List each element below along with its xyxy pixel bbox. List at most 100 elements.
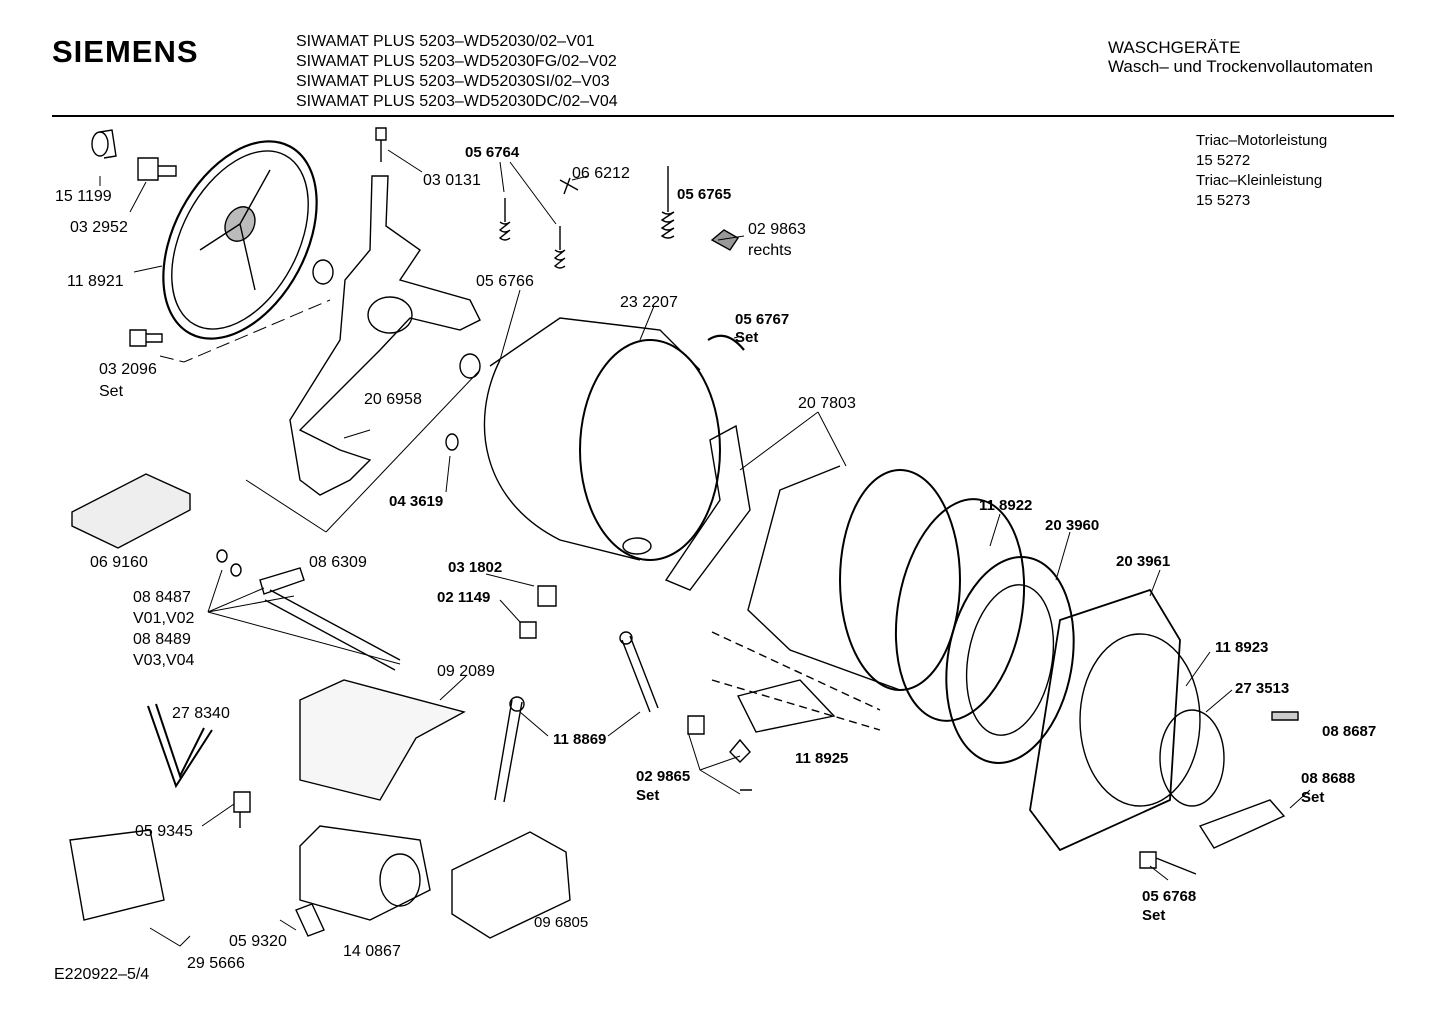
leader-lines	[100, 150, 1310, 946]
note-line: Triac–Kleinleistung	[1196, 172, 1323, 189]
part-label: 09 6805	[534, 914, 589, 931]
model-line: SIWAMAT PLUS 5203–WD52030SI/02–V03	[296, 73, 610, 90]
part-label: Set	[1142, 907, 1166, 924]
part-label: 11 8869	[553, 731, 607, 748]
part-label: 08 8688	[1301, 770, 1356, 787]
document-code: E220922–5/4	[54, 966, 150, 983]
part-label: 08 8487	[133, 589, 191, 606]
part-label: Set	[99, 383, 124, 400]
spring-part	[662, 166, 674, 238]
bracket-part	[1200, 800, 1284, 848]
tray-part	[72, 474, 190, 548]
note-line: Triac–Motorleistung	[1196, 132, 1328, 149]
part-label: 08 8489	[133, 631, 191, 648]
part-label: 05 9345	[135, 823, 193, 840]
motor-part	[300, 826, 430, 920]
spring-part	[500, 198, 510, 240]
gasket-ring-part	[879, 489, 1040, 731]
drum-part	[748, 466, 960, 690]
part-label: Set	[1301, 789, 1325, 806]
bearing-cross-part	[290, 176, 480, 495]
drive-pulley-part	[132, 115, 348, 364]
part-label: Set	[735, 329, 759, 346]
note-line: 15 5272	[1196, 152, 1251, 169]
part-label: 02 9863	[748, 221, 806, 238]
front-ring-part	[931, 547, 1089, 773]
note-line: 15 5273	[1196, 192, 1251, 209]
model-line: SIWAMAT PLUS 5203–WD52030/02–V01	[296, 33, 595, 50]
drain-pump-part	[452, 832, 570, 938]
part-label: 05 6766	[476, 273, 534, 290]
part-label: 29 5666	[187, 955, 245, 972]
model-line: SIWAMAT PLUS 5203–WD52030DC/02–V04	[296, 93, 618, 110]
clip-part	[712, 230, 738, 250]
part-label: 15 1199	[55, 188, 112, 205]
part-label: V03,V04	[133, 652, 195, 669]
part-label: 02 9865	[636, 768, 691, 785]
part-label: 02 1149	[437, 589, 491, 606]
motor-cover-part	[300, 680, 464, 800]
screw-part	[130, 330, 162, 346]
shock-absorber-part	[620, 632, 658, 712]
clamp-part	[708, 336, 744, 350]
part-label: 04 3619	[389, 493, 444, 510]
part-label: 27 8340	[172, 705, 230, 722]
bolt-part	[520, 586, 556, 638]
bushing-part	[296, 904, 324, 936]
front-panel-part	[1030, 590, 1224, 850]
part-label: 23 2207	[620, 294, 678, 311]
bushing-part	[92, 130, 116, 158]
part-label: 20 3960	[1045, 517, 1100, 534]
part-label: 03 1802	[448, 559, 503, 576]
part-label: rechts	[748, 242, 792, 259]
heater-part	[217, 550, 400, 670]
drum-support-part	[666, 426, 750, 590]
part-label: 08 8687	[1322, 723, 1377, 740]
bracket-part	[560, 178, 578, 194]
part-label: 20 7803	[798, 395, 856, 412]
part-label: 06 6212	[572, 165, 630, 182]
part-label: 20 6958	[364, 391, 422, 408]
shock-absorber-part	[495, 697, 524, 802]
part-label: 09 2089	[437, 663, 495, 680]
part-label: 05 9320	[229, 933, 287, 950]
brand-logo: SIEMENS	[52, 34, 199, 69]
part-label: 05 6768	[1142, 888, 1197, 905]
belt-part	[148, 704, 212, 786]
part-label: V01,V02	[133, 610, 195, 627]
part-label: 03 2952	[70, 219, 128, 236]
small-ring-part	[446, 434, 458, 450]
category-title: WASCHGERÄTE	[1108, 38, 1241, 57]
part-label: 11 8923	[1215, 639, 1269, 656]
bolt-part	[234, 792, 250, 828]
part-label: 08 6309	[309, 554, 367, 571]
pulley-bolt-part	[138, 158, 176, 180]
part-label: 11 8925	[795, 750, 849, 767]
part-label: 05 6767	[735, 311, 790, 328]
seal-ring-part	[313, 260, 480, 378]
part-label: Set	[636, 787, 660, 804]
control-panel-part	[712, 632, 880, 732]
part-label: 27 3513	[1235, 680, 1290, 697]
category-subtitle: Wasch– und Trockenvollautomaten	[1108, 57, 1373, 76]
handle-part	[1272, 712, 1298, 720]
category-block: WASCHGERÄTE Wasch– und Trockenvollautoma…	[1108, 38, 1373, 76]
part-label: 14 0867	[343, 943, 401, 960]
model-line: SIWAMAT PLUS 5203–WD52030FG/02–V02	[296, 53, 617, 70]
part-label: 11 8922	[979, 497, 1033, 514]
spring-part	[555, 226, 565, 268]
electronic-module-part	[70, 830, 164, 920]
screw-part	[1140, 852, 1196, 874]
model-list: SIWAMAT PLUS 5203–WD52030/02–V01 SIWAMAT…	[296, 32, 618, 112]
part-label: 11 8921	[67, 273, 124, 290]
part-label: 05 6764	[465, 144, 520, 161]
triac-notes: Triac–Motorleistung 15 5272 Triac–Kleinl…	[1196, 131, 1327, 211]
tub-part	[484, 318, 720, 560]
part-label: 05 6765	[677, 186, 732, 203]
bolt-part	[376, 128, 386, 162]
valve-part	[688, 716, 752, 790]
part-label: 06 9160	[90, 554, 148, 571]
part-label: 20 3961	[1116, 553, 1171, 570]
part-label: 03 0131	[423, 172, 481, 189]
